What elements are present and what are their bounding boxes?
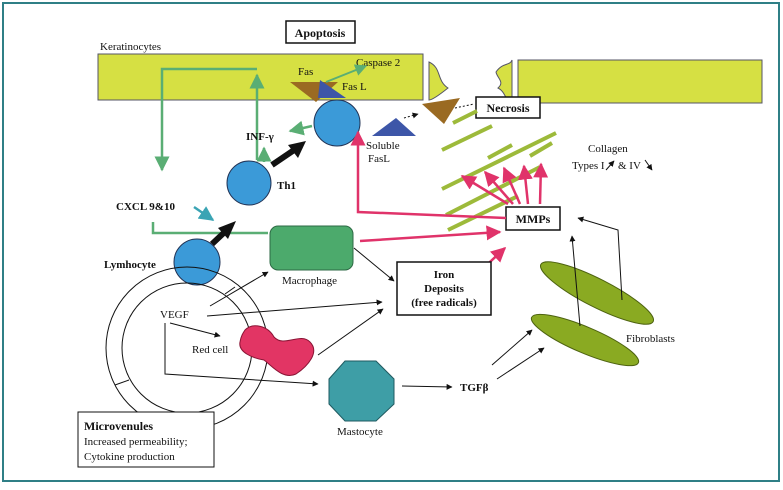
lymphocyte-cell	[173, 238, 221, 286]
outer-frame	[2, 2, 780, 482]
mmp-effect-arrows	[350, 130, 549, 274]
red-cell-label: Red cell	[192, 344, 228, 356]
lymph-to-th1-head	[218, 221, 236, 239]
keratinocytes-label: Keratinocytes	[100, 41, 161, 53]
necrosis-link	[454, 103, 475, 109]
red-cell	[239, 325, 315, 376]
fas-label: Fas	[298, 66, 313, 78]
th1-cell	[226, 160, 272, 206]
mmps-box	[505, 206, 561, 231]
lymphocyte-label: Lymhocyte	[104, 259, 156, 271]
vegf-to-macrophage-arrow	[209, 271, 269, 307]
collagen-type-iv-down-arrow	[644, 159, 653, 171]
cxcl-arrow	[193, 205, 215, 222]
microvenules-box	[77, 411, 215, 468]
necrosis-label: Necrosis	[486, 101, 529, 115]
fasl-ligand	[318, 80, 346, 98]
tgf-to-fibroblast-arrow-1	[491, 329, 533, 366]
vegf-to-redcell-arrow	[169, 322, 221, 338]
necrotic-fragment-right	[495, 59, 513, 103]
iron-label: Iron	[434, 269, 455, 281]
soluble-fasl-triangle	[372, 118, 416, 136]
vegf-to-mastocyte-arrow	[164, 323, 319, 387]
keratinocyte-layer-left	[97, 53, 424, 101]
deposits-label: Deposits	[424, 283, 464, 295]
keratinocytes-to-cxcl-arrow	[154, 67, 257, 172]
fibroblast-cell-upper	[540, 261, 654, 325]
tgf-to-fibroblast-arrow-2	[496, 347, 545, 380]
necrosis-fas-receptor	[422, 98, 460, 124]
collagen-types-label: Types I	[572, 160, 605, 172]
mastocyte-cell	[328, 360, 395, 422]
necrosis-box	[475, 96, 541, 119]
microvenules-title: Microvenules	[84, 419, 153, 433]
activated-t-cell	[313, 99, 361, 147]
tgf-label: TGFβ	[460, 382, 489, 394]
fibroblasts-label: Fibroblasts	[626, 333, 675, 345]
collagen-type-i-up-arrow	[605, 160, 615, 171]
fibroblast-cell-lower	[530, 313, 640, 367]
mastocyte-label: Mastocyte	[337, 426, 383, 438]
cxcl-label: CXCL 9&10	[116, 201, 175, 213]
fasl-label: Fas L	[342, 81, 367, 93]
iron-deposits-box	[396, 261, 492, 316]
fibroblast-to-mmps-arrow-2	[577, 216, 623, 301]
necrotic-fragment-left	[428, 61, 449, 101]
mastocyte-to-tgf-arrow	[401, 383, 453, 390]
free-radicals-label: (free radicals)	[411, 297, 477, 309]
cell-to-inf-arrow	[288, 120, 313, 136]
wall-tick-top	[224, 286, 236, 295]
mmps-label: MMPs	[516, 212, 551, 226]
inf-label: INF-γ	[246, 131, 274, 143]
fasl-soluble-label: FasL	[368, 153, 390, 165]
keratinocyte-layer-right	[517, 59, 763, 104]
microvenule-inner-wall	[121, 282, 253, 414]
fibroblast-to-mmps-arrow-1	[569, 235, 581, 327]
collagen-iv-label: & IV	[618, 160, 641, 172]
microvenules-line2: Cytokine production	[84, 451, 175, 463]
caspase-arrow	[325, 64, 368, 83]
apoptosis-box	[285, 20, 356, 44]
collagen-label: Collagen	[588, 143, 628, 155]
soluble-to-fas-arrow	[403, 112, 419, 119]
vegf-label: VEGF	[160, 309, 189, 321]
macrophage-cell	[269, 225, 354, 271]
macrophage-to-cxcl-line	[151, 222, 268, 235]
th1-label: Th1	[277, 180, 296, 192]
redcell-to-iron-arrow	[317, 308, 384, 356]
wall-tick-left	[114, 379, 130, 386]
macrophage-to-iron-arrow	[353, 247, 395, 282]
th1-to-tcell-head	[288, 141, 306, 158]
soluble-label: Soluble	[366, 140, 400, 152]
microvenules-line1: Increased permeability;	[84, 436, 188, 448]
apoptosis-label: Apoptosis	[295, 26, 346, 40]
vegf-to-iron-arrow	[206, 299, 383, 317]
macrophage-label: Macrophage	[282, 275, 337, 287]
